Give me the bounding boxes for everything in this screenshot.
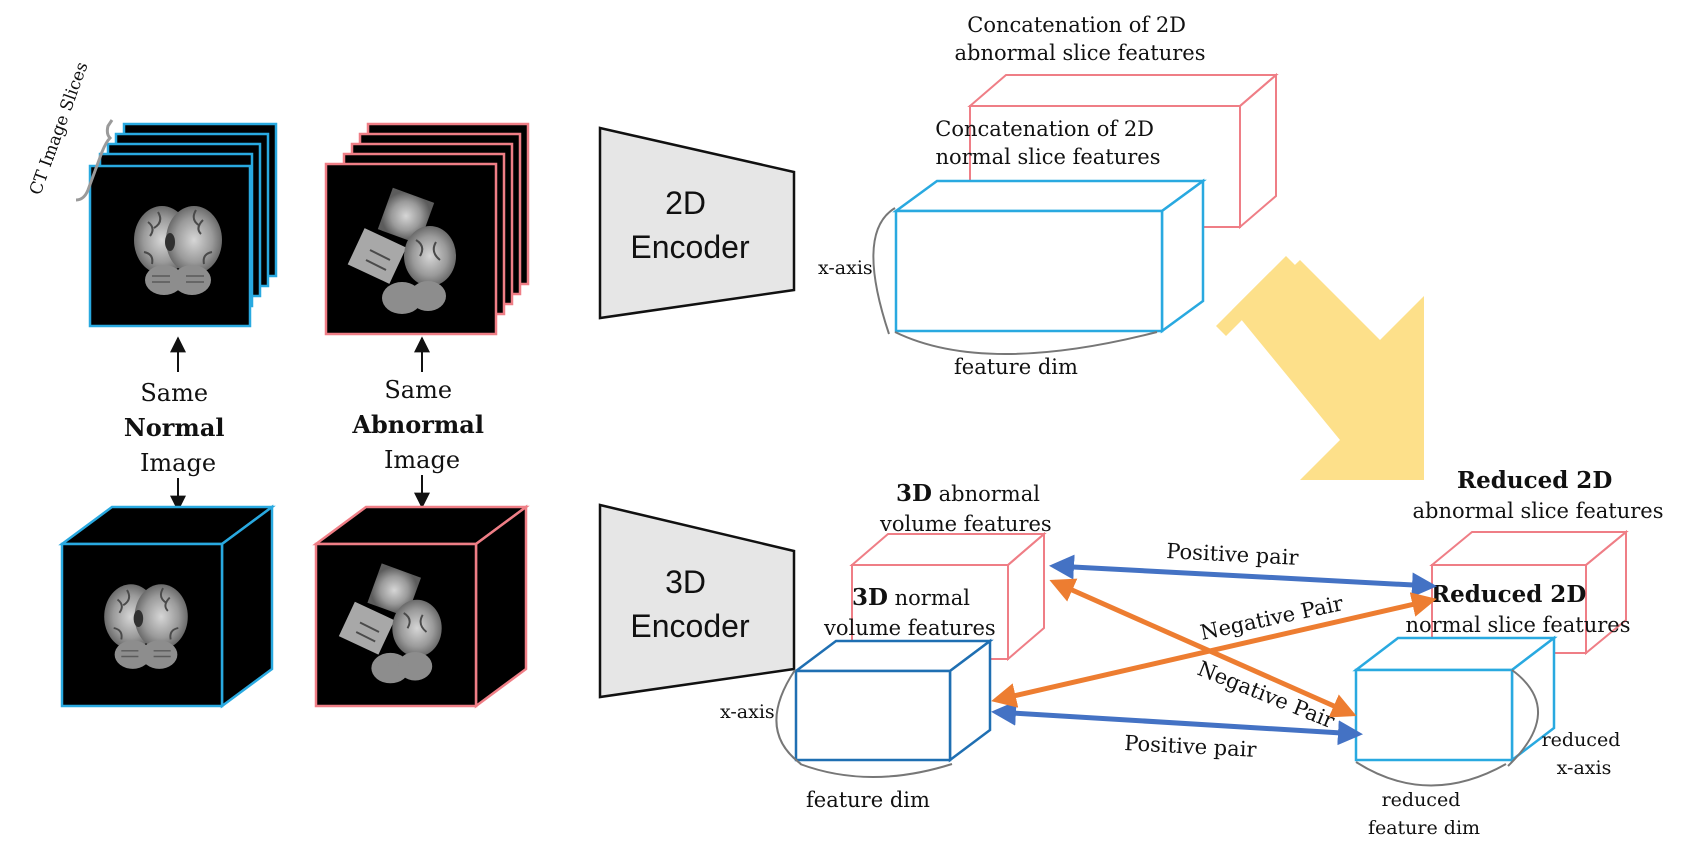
reduction-arrow-icon (1216, 256, 1424, 480)
positive-pair-label-top: Positive pair (1166, 539, 1300, 570)
encoder-3d (598, 503, 796, 699)
normal-slice-stack (88, 122, 278, 328)
slice-brace-icon (75, 119, 114, 202)
x-axis-label-top: x-axis (818, 257, 873, 279)
encoder-2d (598, 126, 796, 320)
reduced-normal-label: Reduced 2D normal slice features (1405, 581, 1630, 637)
abnormal-slice-stack (324, 122, 530, 336)
reduced-feature-dim-label: reduced feature dim (1368, 789, 1480, 839)
reduced-abnormal-label: Reduced 2D abnormal slice features (1413, 467, 1664, 523)
encoder-3d-label: 3D Encoder (630, 564, 750, 644)
reduced-normal-box (1352, 635, 1558, 763)
ct-slices-label: CT Image Slices (26, 59, 93, 197)
normal-brain-image (133, 205, 223, 296)
reduced-feature-dim-brace (1355, 761, 1507, 787)
feature-dim-brace-top (894, 331, 1158, 355)
encoder-2d-label: 2D Encoder (630, 185, 750, 265)
x-axis-brace-top (872, 207, 896, 335)
x-axis-brace-bottom (775, 669, 802, 765)
negative-pair-label-2: Negative Pair (1194, 656, 1339, 733)
positive-pair-arrow-top (1049, 554, 1437, 598)
reduced-x-axis-label: reduced x-axis (1542, 729, 1627, 779)
feature-dim-label-top: feature dim (954, 355, 1078, 379)
concat-abnormal-label: Concatenation of 2D abnormal slice featu… (955, 13, 1206, 65)
negative-pair-arrow-2 (991, 592, 1437, 708)
abnormal-3d-label: 3D abnormal volume features (879, 480, 1052, 536)
abnormal-volume-cube (312, 504, 530, 709)
normal-3d-label: 3D normal volume features (823, 584, 996, 640)
feature-dim-label-bottom: feature dim (806, 788, 930, 812)
same-normal-label: Same Normal Image (124, 379, 232, 477)
positive-pair-label-bottom: Positive pair (1124, 731, 1258, 762)
x-axis-label-bottom: x-axis (720, 701, 775, 723)
normal-3d-feature-box (792, 638, 994, 763)
feature-dim-brace-bottom (799, 763, 953, 778)
normal-volume-cube (58, 504, 276, 709)
same-abnormal-label: Same Abnormal Image (351, 376, 491, 474)
reduced-x-axis-brace (1507, 669, 1539, 767)
concat-normal-label: Concatenation of 2D normal slice feature… (935, 117, 1160, 169)
normal-concat-box (892, 178, 1207, 334)
